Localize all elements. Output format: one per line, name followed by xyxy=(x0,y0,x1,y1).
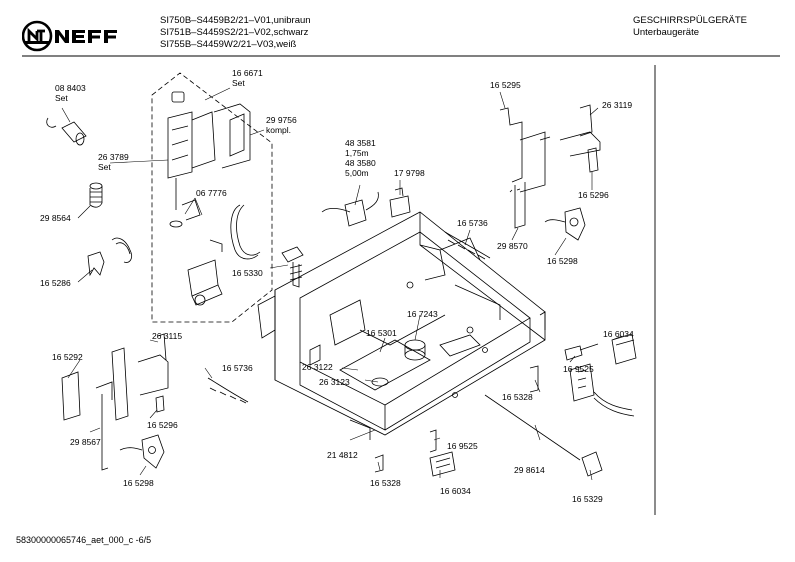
hose-and-bracket xyxy=(169,199,261,306)
part-166034-lower: 16 6034 xyxy=(440,486,471,496)
leader-lines xyxy=(61,87,623,481)
part-165329: 16 5329 xyxy=(572,494,603,504)
model-line-1: SI750B–S4459B2/21–V01,unibraun xyxy=(160,15,311,26)
part-165328-upper: 16 5328 xyxy=(502,392,533,402)
part-298570: 29 8570 xyxy=(497,241,528,251)
part-088403: 08 8403 Set xyxy=(55,83,86,103)
part-166671: 16 6671 Set xyxy=(232,68,263,88)
part-167243: 16 7243 xyxy=(407,309,438,319)
part-165301: 16 5301 xyxy=(366,328,397,338)
model-line-2: SI751B–S4459S2/21–V02,schwarz xyxy=(160,27,309,38)
part-214812: 21 4812 xyxy=(327,450,358,460)
part-165298-upper: 16 5298 xyxy=(547,256,578,266)
part-169525-lower: 16 9525 xyxy=(447,441,478,451)
neff-logo-mark xyxy=(22,20,53,52)
part-165330: 16 5330 xyxy=(232,268,263,278)
part-165296-upper: 16 5296 xyxy=(578,190,609,200)
left-lower-brackets xyxy=(61,333,249,471)
part-165295: 16 5295 xyxy=(490,80,521,90)
part-169525-upper: 16 9525 xyxy=(563,364,594,374)
part-166034-upper: 16 6034 xyxy=(603,329,634,339)
part-298564: 29 8564 xyxy=(40,213,71,223)
part-298614: 29 8614 xyxy=(514,465,545,475)
part-165292: 16 5292 xyxy=(52,352,83,362)
part-263789: 26 3789 Set xyxy=(98,152,129,172)
pressure-switch-assembly xyxy=(167,91,251,210)
part-263123: 26 3123 xyxy=(319,377,350,387)
part-165298-lower: 16 5298 xyxy=(123,478,154,488)
model-line-3: SI755B–S4459W2/21–V03,weiß xyxy=(160,39,297,50)
part-263115: 26 3115 xyxy=(152,331,183,341)
part-298567: 29 8567 xyxy=(70,437,101,447)
neff-logo xyxy=(22,20,117,52)
small-parts-left xyxy=(46,117,132,277)
part-165286: 16 5286 xyxy=(40,278,71,288)
part-263122: 26 3122 xyxy=(302,362,333,372)
neff-logo-letters xyxy=(55,30,117,43)
small-parts-center xyxy=(281,187,411,288)
document-id: 58300000065746_aet_000_c -6/5 xyxy=(16,535,152,545)
part-299756: 29 9756 kompl. xyxy=(266,115,297,135)
kit-dashed-outline xyxy=(151,72,273,323)
base-pan xyxy=(257,211,546,440)
part-067776: 06 7776 xyxy=(196,188,227,198)
right-upper-brackets xyxy=(444,104,601,260)
category-title: GESCHIRRSPÜLGERÄTE xyxy=(633,15,748,26)
part-179798: 17 9798 xyxy=(394,168,425,178)
part-165736-upper: 16 5736 xyxy=(457,218,488,228)
right-lower-parts xyxy=(374,333,637,477)
part-165736-lower: 16 5736 xyxy=(222,363,253,373)
part-483581: 48 3581 1,75m 48 3580 5,00m xyxy=(345,138,376,178)
part-165328-lower: 16 5328 xyxy=(370,478,401,488)
subcategory-title: Unterbaugeräte xyxy=(633,27,700,38)
part-263119: 26 3119 xyxy=(602,100,633,110)
part-165296-lower: 16 5296 xyxy=(147,420,178,430)
